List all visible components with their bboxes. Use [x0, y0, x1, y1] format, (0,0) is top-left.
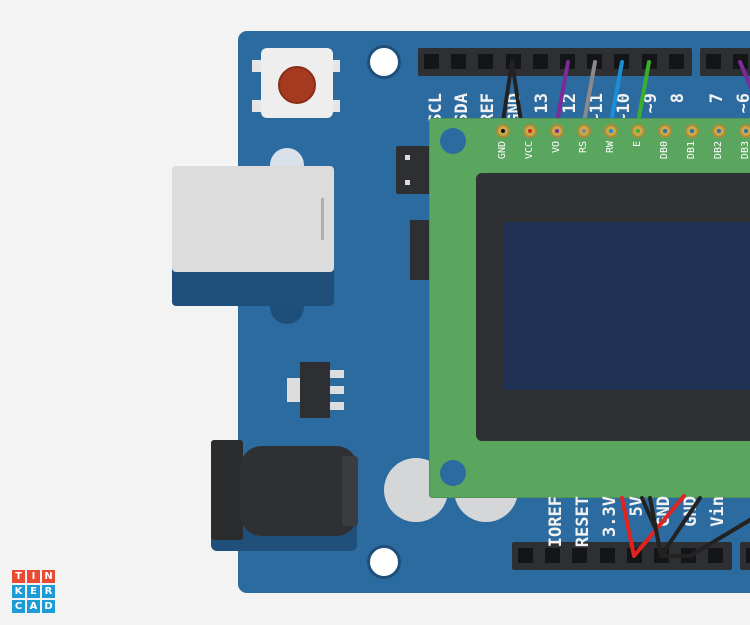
header-pin[interactable] — [451, 54, 467, 69]
logo-letter: C — [12, 600, 25, 613]
power-jack-ring — [342, 456, 358, 526]
logo-letter: A — [27, 600, 40, 613]
lcd-pin-db3[interactable] — [739, 124, 750, 138]
lcd-pin-rs[interactable] — [577, 124, 591, 138]
logo-letter: T — [12, 570, 25, 583]
reset-button-leg — [252, 60, 262, 72]
header-pin[interactable] — [424, 54, 439, 69]
lcd-pin-gnd[interactable] — [496, 124, 510, 138]
icsp-pin — [405, 180, 410, 185]
analog-header — [740, 542, 750, 570]
chip — [410, 220, 430, 280]
usb-port[interactable] — [172, 166, 334, 272]
voltage-regulator — [300, 362, 330, 418]
regulator-pin — [330, 386, 344, 394]
power-pin[interactable] — [545, 548, 561, 563]
reset-button-cap[interactable] — [278, 66, 316, 104]
lcd-pin-db1[interactable] — [685, 124, 699, 138]
logo-letter: E — [27, 585, 40, 598]
tinkercad-logo: T I N K E R C A D — [12, 570, 55, 613]
regulator-pin — [330, 402, 344, 410]
wire-black — [510, 60, 524, 130]
logo-letter: D — [42, 600, 55, 613]
wire-blue — [608, 60, 624, 130]
reset-button-leg — [252, 100, 262, 112]
wire-green — [635, 60, 651, 130]
lcd-pin-e[interactable] — [631, 124, 645, 138]
regulator-tab — [287, 378, 301, 402]
reset-button-leg — [330, 60, 340, 72]
header-pin[interactable] — [532, 54, 548, 69]
mounting-hole — [367, 45, 401, 79]
power-jack[interactable] — [240, 446, 358, 536]
logo-letter: N — [42, 570, 55, 583]
icsp-pin — [405, 155, 410, 160]
wire-black — [640, 496, 658, 532]
lcd-pin-db2[interactable] — [712, 124, 726, 138]
header-pin[interactable] — [478, 54, 494, 69]
usb-port-detail — [321, 198, 324, 240]
power-pin[interactable] — [572, 548, 588, 563]
reset-button-leg — [330, 100, 340, 112]
lcd-pin-vo[interactable] — [550, 124, 564, 138]
logo-letter: R — [42, 585, 55, 598]
lcd-pin-db0[interactable] — [658, 124, 672, 138]
header-pin[interactable] — [668, 54, 684, 69]
wire-purple — [738, 60, 750, 91]
logo-letter: K — [12, 585, 25, 598]
analog-pin[interactable] — [746, 548, 750, 563]
wire-purple — [554, 60, 570, 130]
lcd-mounting-hole — [440, 460, 466, 486]
logo-letter: I — [27, 570, 40, 583]
wire-black — [500, 60, 514, 130]
lcd-pin-vcc[interactable] — [523, 124, 537, 138]
lcd-pin-rw[interactable] — [604, 124, 618, 138]
power-pin[interactable] — [599, 548, 615, 563]
header-pin[interactable] — [706, 54, 721, 69]
wire-black — [659, 518, 750, 558]
power-pin[interactable] — [708, 548, 724, 563]
mounting-hole — [367, 545, 401, 579]
regulator-pin — [330, 370, 344, 378]
wire-red — [620, 494, 686, 558]
power-pin[interactable] — [518, 548, 533, 563]
wire-gray — [581, 60, 597, 130]
lcd-screen — [503, 222, 750, 390]
power-jack-base — [211, 440, 243, 540]
lcd-mounting-hole — [440, 128, 466, 154]
